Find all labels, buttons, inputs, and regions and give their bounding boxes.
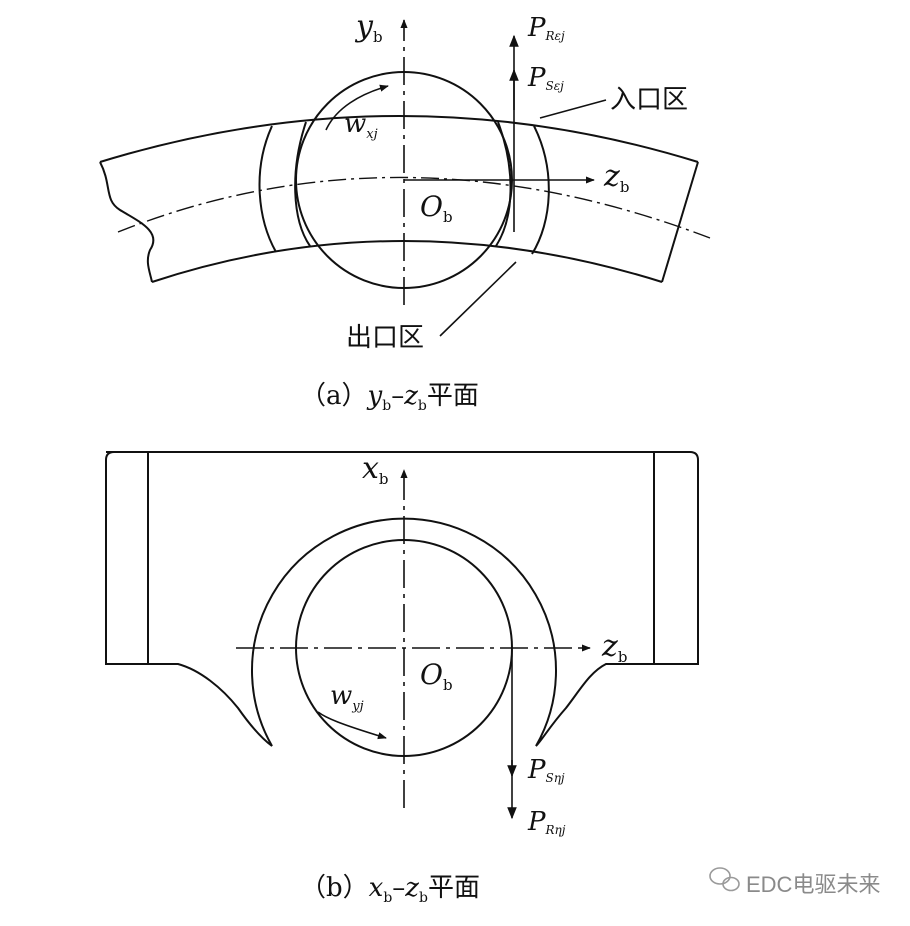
label-force-sej: PSεj (527, 63, 564, 93)
exit-leader (439, 261, 517, 337)
label-force-snj: PSηj (527, 755, 565, 785)
caption-b: （b）xb–zb平面 (300, 873, 480, 906)
wechat-icon (709, 867, 740, 892)
cage-right-end (661, 161, 699, 283)
rotation-arrow-b (317, 711, 387, 740)
pitch-line-a (117, 176, 711, 239)
label-zb-b: zb (601, 629, 627, 666)
diagram-a (99, 19, 711, 337)
pocket-right-outer (531, 125, 550, 255)
label-ob-a: Ob (420, 190, 453, 226)
label-omega-b: wyj (330, 681, 364, 714)
label-zb-a: zb (603, 159, 629, 196)
entry-leader (539, 99, 607, 119)
label-yb-a: yb (354, 9, 383, 46)
cage-lower-edge (151, 240, 663, 283)
label-force-rnj: PRηj (527, 807, 566, 837)
cage-left-break (99, 161, 155, 283)
rotation-arrow-a (325, 84, 389, 131)
watermark-text: EDC电驱未来 (746, 872, 880, 897)
cage-body-b (105, 451, 699, 747)
watermark: EDC电驱未来 (709, 867, 880, 897)
caption-a: （a）yb–zb平面 (300, 381, 479, 414)
label-xb-b: xb (362, 451, 389, 488)
cage-upper-edge (99, 115, 699, 163)
label-ob-b: Ob (420, 658, 453, 694)
pocket-left-inner (294, 121, 311, 247)
label-entry-zone: 入口区 (610, 85, 688, 115)
pocket-left-outer (258, 125, 277, 253)
diagram-b (105, 451, 699, 820)
label-force-rej: PRεj (527, 13, 565, 43)
label-exit-zone: 出口区 (346, 323, 424, 353)
label-omega-a: wxj (344, 109, 378, 142)
